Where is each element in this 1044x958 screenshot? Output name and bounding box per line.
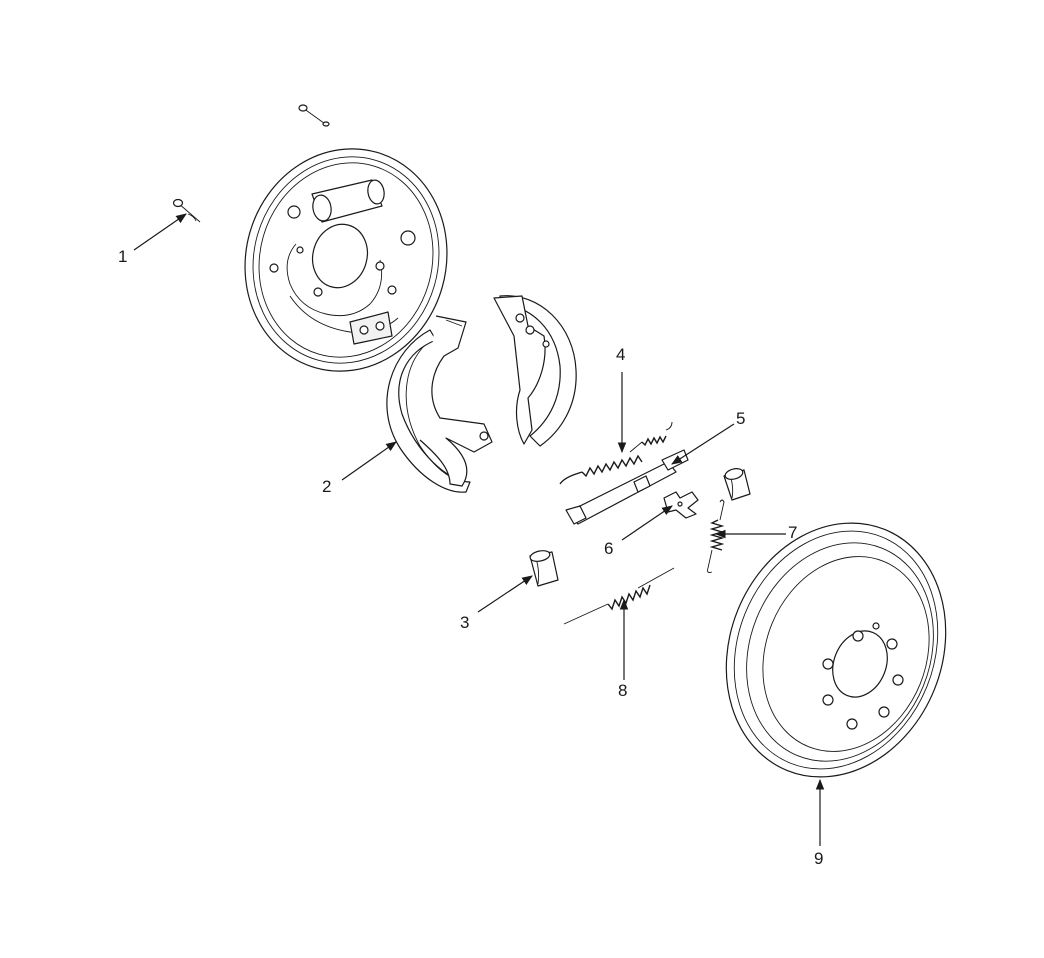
hold-down-clip-upper [723, 468, 751, 501]
top-hold-down-pin [298, 104, 330, 127]
leader-line-1 [133, 213, 187, 251]
callout-5: 5 [736, 409, 746, 428]
hold-down-pin [172, 198, 201, 223]
brake-drum [725, 522, 947, 778]
callout-6: 6 [604, 539, 614, 558]
callout-8: 8 [618, 681, 628, 700]
leader-line-5 [671, 423, 735, 465]
hold-down-clip [529, 550, 559, 587]
adjuster-lever [663, 491, 699, 519]
shoe-return-spring [559, 421, 673, 485]
adjuster-strut [565, 449, 689, 525]
callout-3: 3 [460, 613, 470, 632]
adjuster-spring [707, 499, 725, 573]
lower-return-spring [563, 567, 675, 625]
brake-shoe-left [386, 315, 493, 493]
leader-line-6 [621, 505, 673, 541]
callout-1: 1 [118, 247, 128, 266]
callout-4: 4 [616, 345, 626, 364]
callout-2: 2 [322, 477, 332, 496]
brake-shoe-right [493, 295, 577, 447]
leader-line-3 [477, 575, 533, 613]
backing-plate [244, 148, 448, 372]
callout-9: 9 [814, 849, 824, 868]
leader-line-2 [341, 441, 397, 481]
callout-7: 7 [788, 523, 798, 542]
